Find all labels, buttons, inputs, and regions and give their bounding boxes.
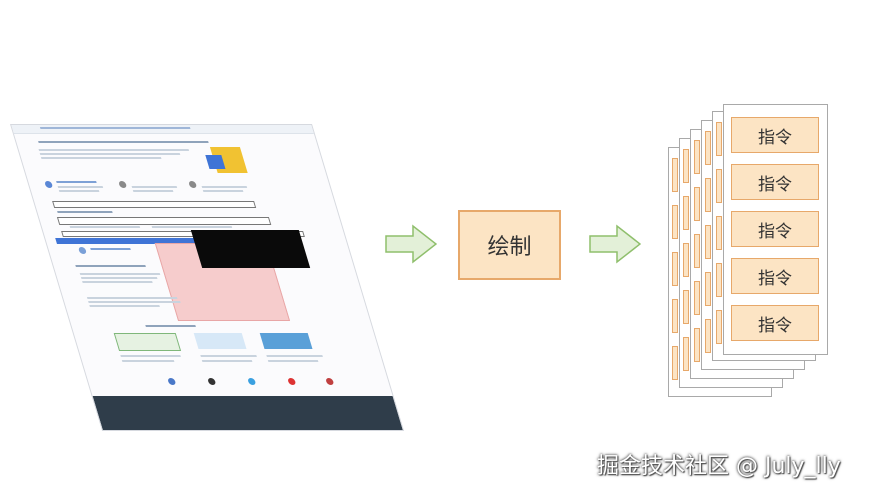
webpage-text-line [57,186,104,188]
instruction-item: 指令 [731,305,819,341]
webpage-footer [92,396,403,430]
webpage-text-line [79,273,161,275]
instruction-stripe [672,346,678,380]
instruction-stripe [683,290,689,324]
instruction-stripe [694,234,700,268]
instruction-stripe [716,216,722,250]
instruction-stripe [694,140,700,174]
webpage-text-line [202,190,244,192]
webpage-text-line [121,360,175,362]
instruction-stripe [672,205,678,239]
instruction-label: 指令 [758,221,792,242]
webpage-text-line [89,305,160,307]
instruction-stripe [705,131,711,165]
instruction-item: 指令 [731,258,819,294]
webpage-black-overlay [190,230,311,268]
webpage-text-line [88,301,181,303]
webpage-text-line [151,226,233,228]
draw-process-box: 绘制 [458,210,561,280]
instruction-label: 指令 [758,268,792,289]
webpage-feature-title [56,181,97,183]
webpage-feature-icon [44,181,54,188]
webpage-header-link [39,127,191,129]
webpage-feature-icon [118,181,128,188]
instruction-label: 指令 [758,315,792,336]
instruction-stripe [683,337,689,371]
webpage-social-icon [207,378,217,385]
instruction-stripe [683,243,689,277]
instruction-stripe [683,149,689,183]
webpage-social-icon [325,378,335,385]
webpage-text-line [86,297,178,299]
webpage-text-line [39,153,181,155]
instruction-item: 指令 [731,211,819,247]
webpage-feature-icon [77,247,87,254]
webpage-text-line [120,355,181,357]
instruction-stripe [694,281,700,315]
webpage-text-line [132,190,174,192]
webpage-outline-box [52,201,257,208]
instruction-stripe [716,310,722,344]
right-arrow-icon [589,224,641,264]
webpage-text-line [201,186,248,188]
instruction-stripe [694,187,700,221]
webpage-devices-image [259,333,313,349]
webpage-gauge-image [193,333,247,349]
instruction-item: 指令 [731,164,819,200]
webpage-text-line [82,281,153,283]
instruction-label: 指令 [758,174,792,195]
instruction-stripe [716,122,722,156]
instruction-list-card-front: 指令 指令 指令 指令 指令 [723,104,828,355]
webpage-text-line [131,186,178,188]
webpage-text-line [90,248,131,250]
instruction-stripe [716,263,722,297]
draw-process-label: 绘制 [487,235,532,260]
webpage-social-icon [287,378,297,385]
right-arrow-icon [385,224,437,264]
instruction-stripe [705,225,711,259]
instruction-stripe [716,169,722,203]
webpage-title-line [38,141,209,143]
webpage-https-image [113,333,182,351]
instruction-label: 指令 [758,127,792,148]
webpage-outline-box [56,217,272,225]
webpage-text-line [69,226,141,228]
webpage-social-icon [247,378,257,385]
webpage-section-title [75,265,146,267]
instruction-item: 指令 [731,117,819,153]
webpage-feature-icon [188,181,198,188]
webpage-text-line [58,190,100,192]
webpage-screenshot [10,124,405,431]
watermark: 掘金技术社区 @ July_lly [597,454,841,479]
webpage-text-line [200,355,257,357]
webpage-section-title [145,325,196,327]
webpage-text-line [80,277,158,279]
instruction-stripe [705,272,711,306]
instruction-stripe [705,178,711,212]
instruction-stripe [705,319,711,353]
webpage-text-line [38,149,190,151]
webpage-text-line [266,355,323,357]
instruction-stripe [672,252,678,286]
instruction-stripe [672,299,678,333]
instruction-stripe [694,328,700,362]
webpage-text-line [267,360,319,362]
webpage-text-line [40,157,162,159]
webpage-text-line [201,360,253,362]
webpage-social-icon [167,378,177,385]
instruction-stripe [683,196,689,230]
instruction-stripe [672,158,678,192]
webpage-section-title [57,211,113,213]
